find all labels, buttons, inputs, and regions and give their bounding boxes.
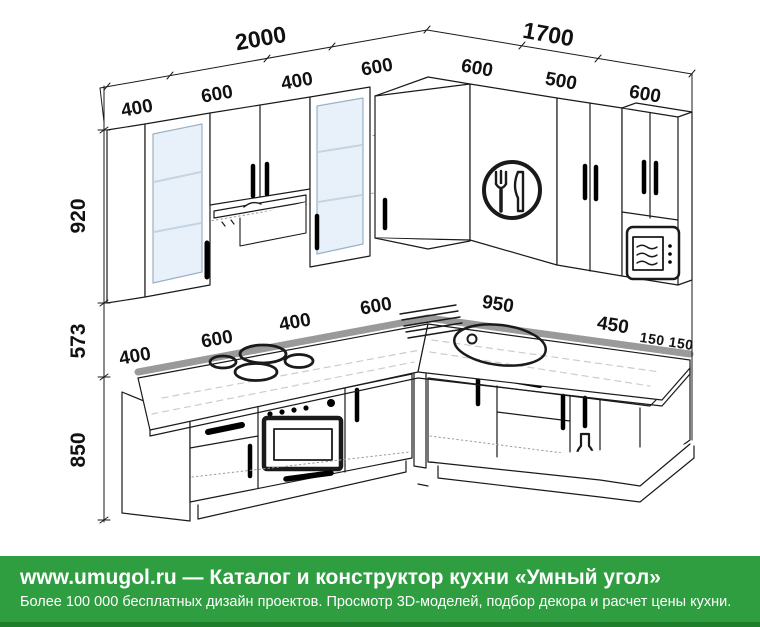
- upper-cabinet-glass-2: [309, 86, 371, 268]
- upper-cabinet-corner: [374, 76, 471, 250]
- dim-base-right-2: 450: [596, 313, 631, 339]
- dim-base-left-3: 400: [278, 309, 313, 335]
- dim-height-upper: 920: [67, 198, 90, 233]
- base-cabinet-drawer: [189, 422, 259, 479]
- dim-upper-left-3: 400: [280, 68, 315, 94]
- countertop: [134, 304, 694, 437]
- dim-upper-left-2: 600: [200, 81, 235, 107]
- backsplash-strip-right: [424, 314, 694, 358]
- kitchen-drawing: 2000 1700 400 600 400 600 600 500 600 40…: [67, 17, 696, 524]
- dim-total-left: 2000: [233, 21, 288, 55]
- counter-dashed-lines: [151, 339, 661, 415]
- base-cabinet-corner-filler: [413, 370, 429, 487]
- door-handle: [641, 159, 659, 196]
- counter-front-edge: [149, 367, 691, 437]
- dimension-lines: [97, 25, 696, 524]
- drainboard-lines: [399, 304, 465, 339]
- upper-cabinet-side-panel: [106, 123, 146, 304]
- microwave-icon: [625, 225, 681, 281]
- dim-total-right: 1700: [521, 17, 576, 51]
- footer-site-title: www.umugol.ru — Каталог и конструктор ку…: [20, 566, 661, 589]
- base-cabinets-right: [427, 365, 695, 503]
- oven-handle: [283, 470, 334, 482]
- base-cabinet-oven: [261, 399, 344, 482]
- footer-subtitle: Более 100 000 бесплатных дизайн проектов…: [20, 594, 732, 610]
- dim-upper-left-1: 400: [120, 95, 155, 121]
- door-handle: [582, 163, 599, 202]
- dim-base-right-1: 950: [481, 292, 516, 318]
- plinth: [197, 460, 407, 520]
- upper-cabinet-glass-1: [144, 112, 211, 298]
- dim-base-left-1: 400: [118, 343, 153, 369]
- dim-line-top-band: [99, 29, 693, 89]
- upper-cabinet-microwave: [621, 102, 693, 286]
- footer-banner: www.umugol.ru — Каталог и конструктор ку…: [0, 556, 760, 627]
- dim-base-left-4: 600: [359, 293, 394, 319]
- dim-upper-left-4: 600: [360, 54, 395, 80]
- dim-upper-right-2: 500: [544, 68, 579, 94]
- upper-cabinet-500: [556, 97, 623, 277]
- dim-base-left-2: 600: [200, 326, 235, 352]
- drawer-handle: [205, 422, 245, 435]
- cooktop-icon: [208, 343, 315, 382]
- dim-upper-right-1: 600: [460, 55, 495, 81]
- fork-knife-logo-icon: [482, 160, 542, 220]
- oven-icon: [261, 399, 344, 482]
- backsplash-strip-left: [134, 314, 432, 376]
- upper-cabinets-right: [469, 83, 693, 286]
- extractor-hood-icon: [213, 194, 307, 247]
- dim-height-apron: 573: [67, 323, 90, 358]
- upper-cabinet-logo: [469, 83, 558, 266]
- counter-right-surface: [417, 323, 691, 401]
- sink-icon: [399, 304, 547, 367]
- dim-height-base: 850: [67, 432, 90, 467]
- door-handle: [250, 161, 270, 199]
- upper-cabinets-left: [106, 76, 471, 304]
- upper-cabinet-hood: [209, 96, 311, 247]
- plinth: [429, 443, 695, 503]
